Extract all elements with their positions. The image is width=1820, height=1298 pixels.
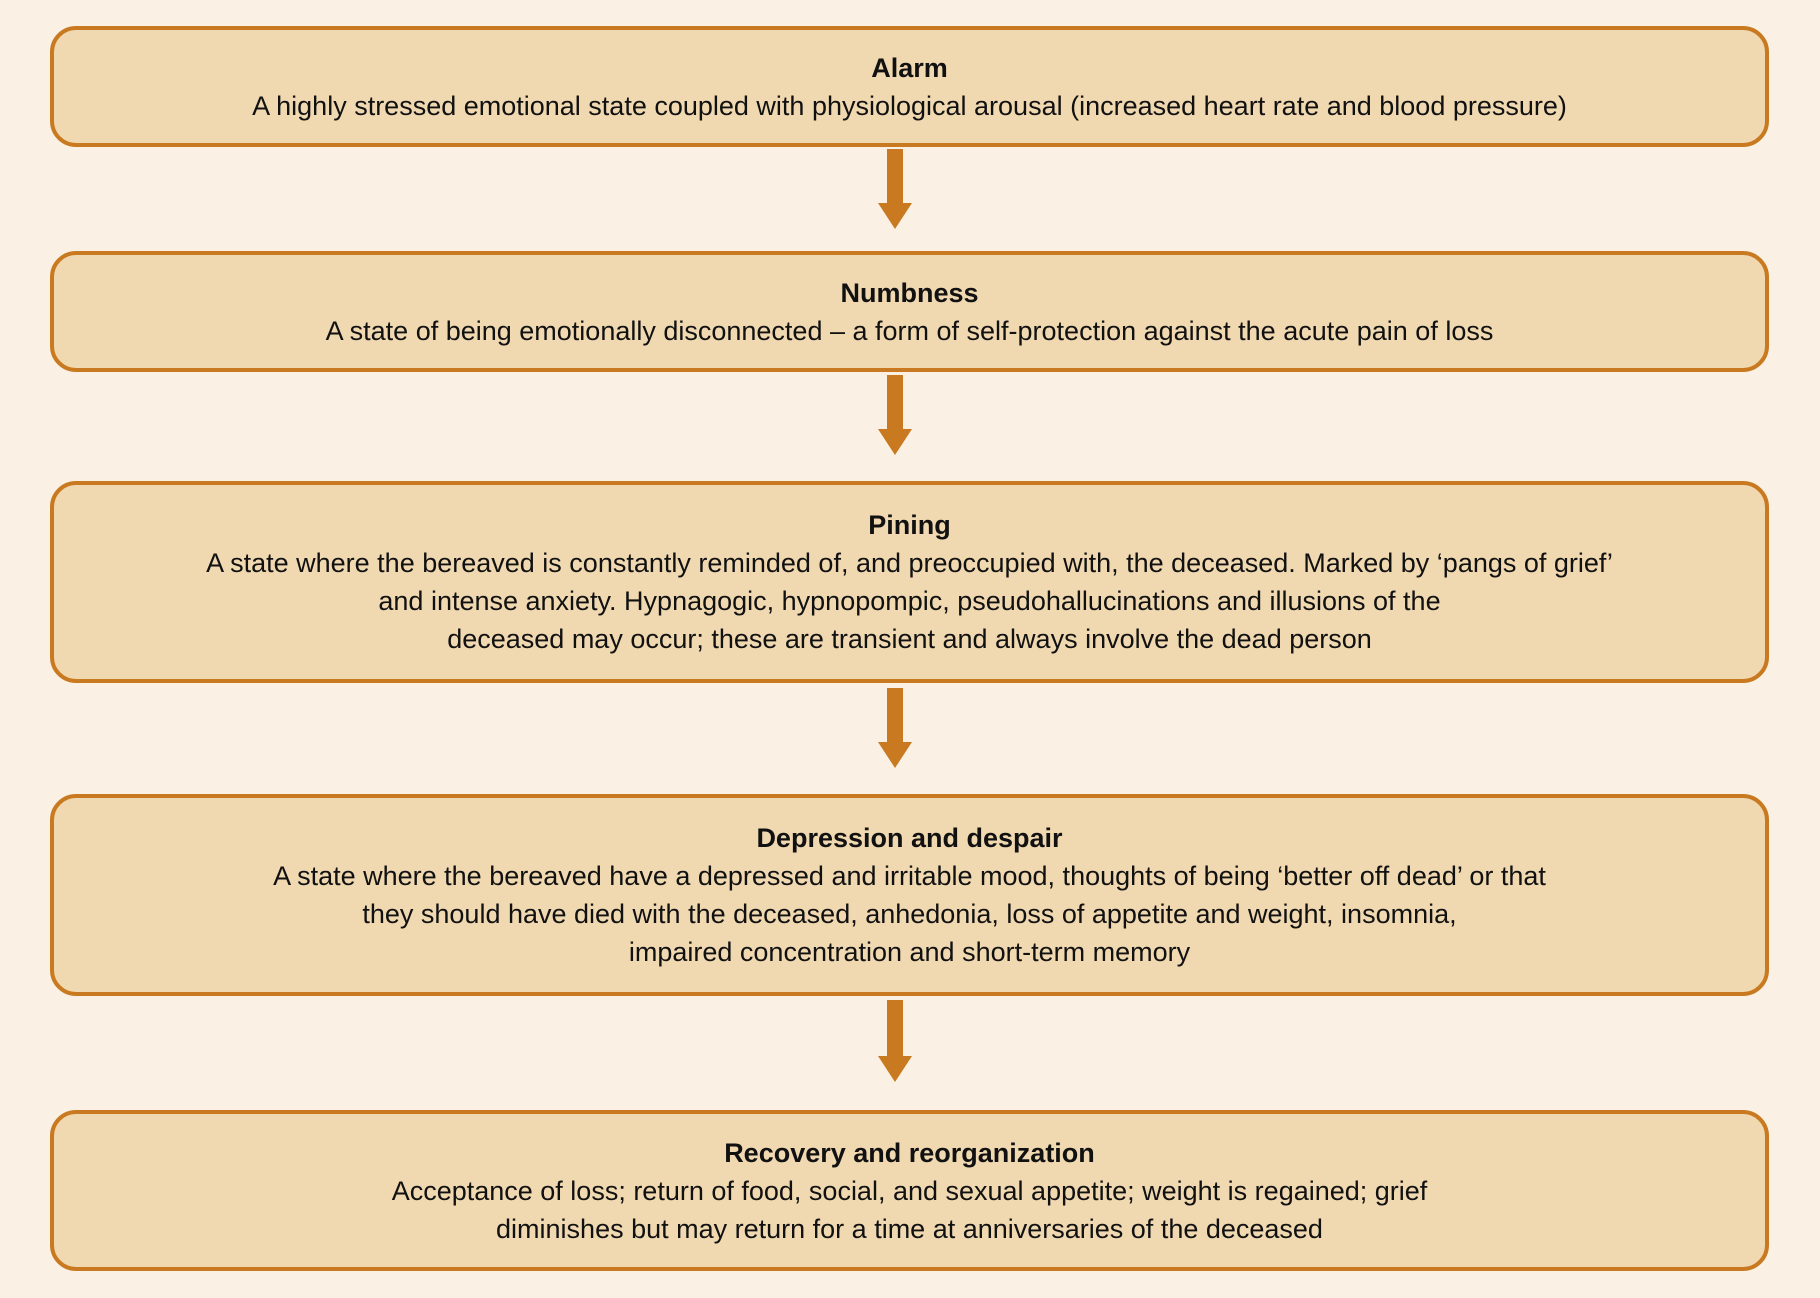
stage-title: Depression and despair — [756, 823, 1063, 853]
stage-box-recovery-and-reorganization: Recovery and reorganization Acceptance o… — [50, 1110, 1769, 1271]
stage-title: Pining — [868, 510, 951, 540]
stage-description-line: they should have died with the deceased,… — [362, 899, 1457, 929]
stage-description-line: A state of being emotionally disconnecte… — [325, 315, 1494, 346]
stage-description-line: A state where the bereaved is constantly… — [206, 548, 1613, 578]
stage-box-pining: Pining A state where the bereaved is con… — [50, 481, 1769, 683]
stage-box-alarm: Alarm A highly stressed emotional state … — [50, 26, 1769, 147]
arrow-head — [878, 203, 912, 229]
stage-description-line: and intense anxiety. Hypnagogic, hypnopo… — [378, 586, 1441, 616]
stage-description-line: Acceptance of loss; return of food, soci… — [391, 1175, 1428, 1206]
stage-description-line: impaired concentration and short-term me… — [628, 937, 1191, 967]
arrow-shaft — [887, 1000, 903, 1058]
arrow-head — [878, 429, 912, 455]
arrow-head — [878, 742, 912, 768]
stage-description-line: A highly stressed emotional state couple… — [252, 90, 1567, 121]
down-arrow-icon — [878, 1000, 912, 1082]
stage-description-line: deceased may occur; these are transient … — [447, 624, 1372, 654]
stage-box-numbness: Numbness A state of being emotionally di… — [50, 251, 1769, 372]
arrow-shaft — [887, 149, 903, 205]
arrow-shaft — [887, 688, 903, 744]
stage-box-depression-and-despair: Depression and despair A state where the… — [50, 794, 1769, 996]
stage-title: Recovery and reorganization — [724, 1137, 1095, 1168]
down-arrow-icon — [878, 688, 912, 768]
stage-description-line: diminishes but may return for a time at … — [496, 1213, 1323, 1244]
down-arrow-icon — [878, 375, 912, 455]
stage-description-line: A state where the bereaved have a depres… — [273, 861, 1546, 891]
stage-title: Numbness — [840, 277, 979, 308]
arrow-shaft — [887, 375, 903, 431]
stage-title: Alarm — [871, 52, 948, 83]
down-arrow-icon — [878, 149, 912, 229]
arrow-head — [878, 1056, 912, 1082]
